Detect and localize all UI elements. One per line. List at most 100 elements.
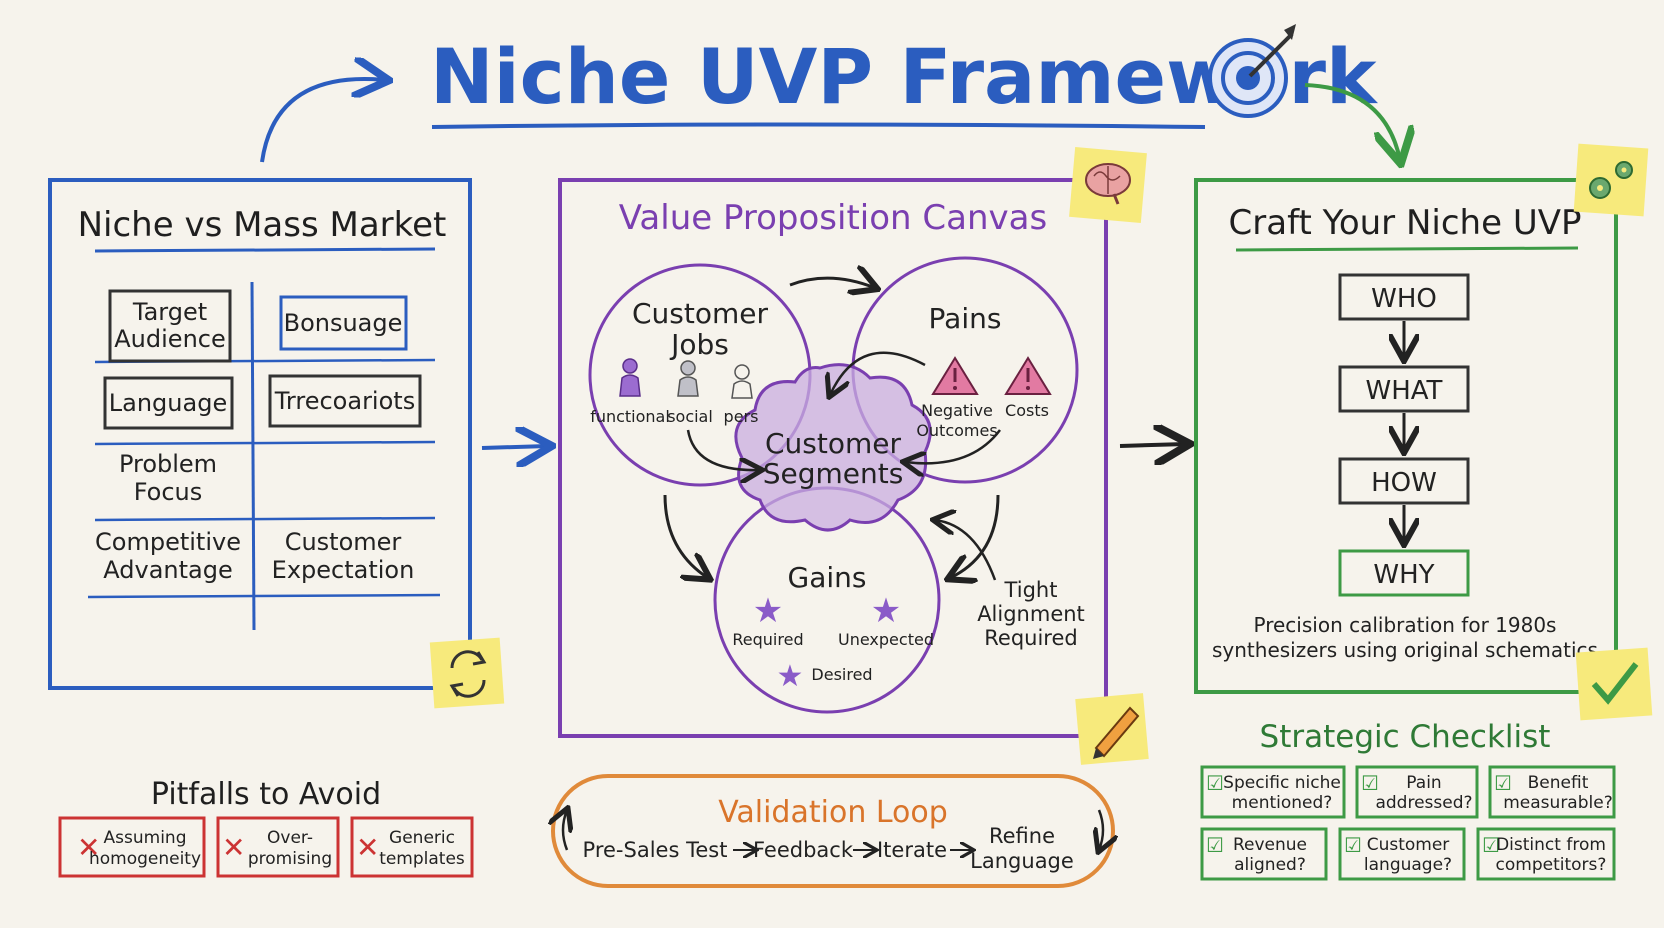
checklist-3-line2: measurable? [1503, 793, 1612, 813]
checklist-box-4 [1200, 827, 1328, 881]
checklist-2-line2: addressed? [1375, 793, 1472, 813]
x-icon: ✕ [77, 831, 100, 864]
pain-negative-line1: Negative [921, 401, 993, 420]
checklist-box-5 [1338, 827, 1466, 881]
checklist-3-line1: Benefit [1528, 773, 1589, 793]
functional-person-icon [619, 358, 641, 397]
niche-panel-heading: Niche vs Mass Market [78, 205, 447, 245]
cell-target-line1: Target [132, 298, 207, 326]
pitfall-1-line2: homogeneity [89, 849, 201, 869]
craft-panel-heading: Craft Your Niche UVP [1229, 203, 1582, 243]
cell-bonsuage: Bonsuage [284, 309, 403, 337]
checklist-2-line1: Pain [1406, 773, 1441, 793]
checklist-6-line1: Distinct from [1496, 835, 1606, 855]
validation-heading: Validation Loop [718, 795, 948, 830]
step-what-box [1338, 365, 1470, 413]
job-social: social [667, 407, 713, 426]
alignment-line1: Tight [1004, 578, 1058, 602]
arrow-jobs-to-pains [789, 278, 875, 288]
jobs-title-line1: Customer [632, 297, 768, 330]
checklist-1-line2: mentioned? [1232, 793, 1333, 813]
checklist-heading: Strategic Checklist [1260, 719, 1551, 755]
cell-trecoariots: Trrecoariots [274, 387, 415, 415]
step-how-box [1338, 457, 1470, 505]
cell-box-trecoariots [268, 374, 422, 428]
checklist-4-line2: aligned? [1234, 855, 1306, 875]
segments-line1: Customer [765, 427, 901, 460]
loop-arrow-right [1099, 809, 1103, 850]
checkbox-icon: ☑ [1206, 771, 1224, 795]
target-icon [1208, 24, 1296, 118]
checklist-box-3 [1488, 765, 1616, 819]
uvp-example-line1: Precision calibration for 1980s [1254, 613, 1557, 637]
niche-heading-underline [94, 247, 436, 253]
pitfall-box-3 [350, 816, 474, 878]
pitfalls-heading: Pitfalls to Avoid [151, 777, 381, 812]
pitfall-box-2 [216, 816, 340, 878]
step-why: WHY [1373, 560, 1434, 590]
cell-problem-line1: Problem [119, 450, 217, 478]
refresh-icon [429, 637, 505, 709]
validation-step-iterate: Iterate [877, 838, 947, 862]
jobs-title-line2: Jobs [669, 328, 729, 361]
star-icon: ★ [871, 591, 901, 631]
craft-heading-underline [1235, 246, 1579, 252]
checklist-box-2 [1355, 765, 1479, 819]
cell-expectation-line1: Customer [285, 528, 402, 556]
pitfalls-section: Pitfalls to Avoid ✕ Assuming homogeneity… [58, 777, 474, 878]
loop-arrow-left [563, 810, 567, 851]
arrow-alignment [935, 520, 997, 581]
pitfall-1-line1: Assuming [104, 828, 187, 848]
customer-segments-blob: Customer Segments [734, 363, 932, 532]
checkmark-icon [1575, 647, 1653, 721]
gain-desired: Desired [811, 665, 872, 684]
validation-final-line2: Language [970, 849, 1074, 873]
x-icon: ✕ [222, 831, 245, 864]
job-functional: functional [590, 407, 670, 426]
cell-box-target [108, 289, 232, 363]
checklist-box-1 [1200, 765, 1346, 819]
pitfall-2-line2: promising [248, 849, 332, 869]
alignment-line2: Alignment [977, 602, 1085, 626]
job-personal: pers [724, 407, 759, 426]
checklist-6-line2: competitors? [1496, 855, 1607, 875]
warning-icon [931, 356, 979, 395]
gain-unexpected: Unexpected [838, 630, 934, 649]
pencil-icon [1075, 693, 1149, 765]
x-icon: ✕ [356, 831, 379, 864]
craft-panel-border [1194, 178, 1618, 694]
cell-language: Language [109, 389, 227, 417]
arrow-pains-to-gains [950, 494, 1000, 578]
cell-box-language [103, 376, 234, 430]
step-why-box [1338, 549, 1470, 597]
uvp-example-line2: synthesizers using original schematics [1212, 638, 1598, 662]
step-how: HOW [1371, 468, 1437, 498]
pitfall-3-line2: templates [379, 849, 465, 869]
step-who-box [1338, 273, 1470, 321]
cell-competitive-line1: Competitive [95, 528, 241, 556]
checklist-4-line1: Revenue [1233, 835, 1307, 855]
pitfall-box-1 [58, 816, 206, 878]
cell-competitive-line2: Advantage [103, 556, 232, 584]
cell-box-bonsuage [279, 295, 408, 351]
checkbox-icon: ☑ [1206, 833, 1224, 857]
gain-required: Required [732, 630, 803, 649]
niche-vs-mass-panel: Niche vs Mass Market Target Audience Bon… [48, 178, 505, 709]
niche-panel-border [48, 178, 472, 690]
value-proposition-panel: Value Proposition Canvas Customer Segmen… [558, 146, 1149, 765]
grid-vertical-line [250, 281, 256, 631]
validation-step-presales: Pre-Sales Test [583, 838, 728, 862]
arrow-jobs-to-gains [663, 494, 708, 578]
step-what: WHAT [1366, 376, 1443, 406]
checklist-5-line1: Customer [1367, 835, 1450, 855]
title-underline [431, 122, 1206, 129]
arrow-pains-to-segments-upper [830, 351, 926, 395]
canvas-panel-heading: Value Proposition Canvas [619, 198, 1047, 238]
validation-final-line1: Refine [989, 824, 1055, 848]
arrow-jobs-to-segments [686, 429, 760, 470]
arrow-title-right [1304, 83, 1400, 160]
step-who: WHO [1371, 284, 1437, 314]
pitfall-3-line1: Generic [389, 828, 455, 848]
checkbox-icon: ☑ [1344, 833, 1362, 857]
